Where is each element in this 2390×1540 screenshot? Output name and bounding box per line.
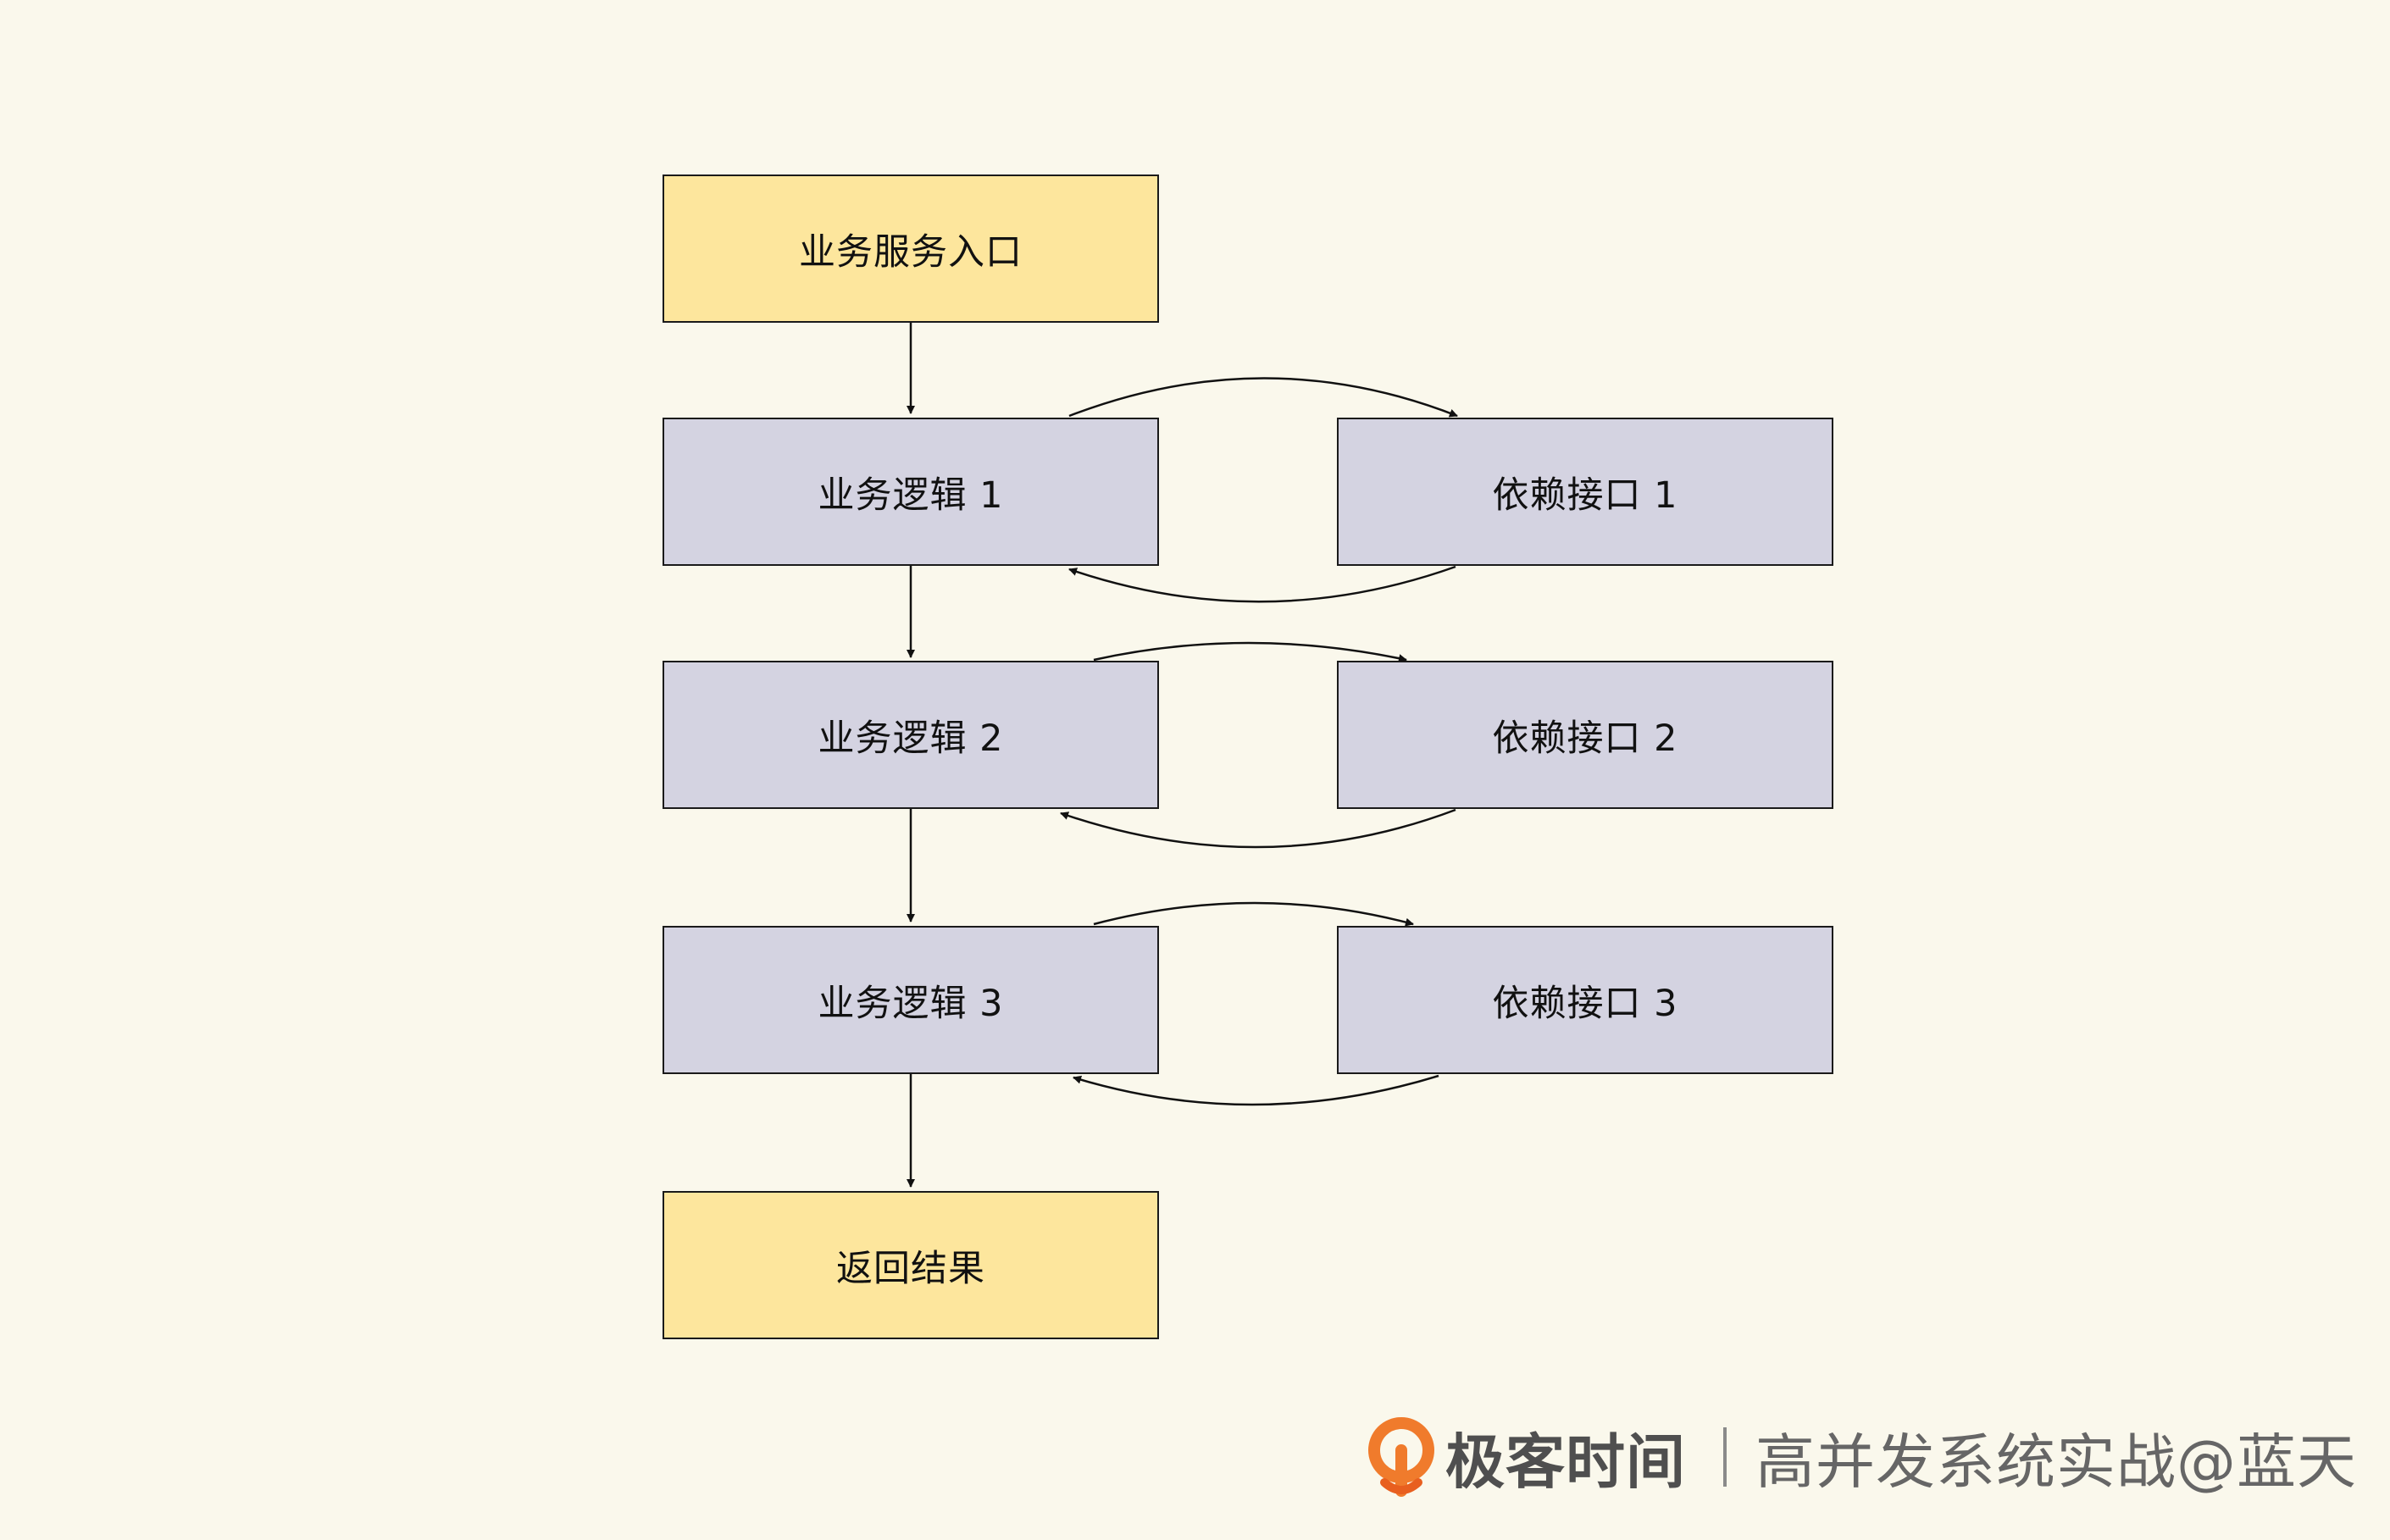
result-box: 返回结果 <box>663 1191 1159 1339</box>
dependency-box-2: 依赖接口 2 <box>1337 661 1833 809</box>
dependency-label-3: 依赖接口 3 <box>1492 982 1678 1025</box>
logic-box-1: 业务逻辑 1 <box>663 418 1159 566</box>
arrow-return-dep-3-to-logic-3 <box>1073 1074 1439 1106</box>
arrow-return-dep-2-to-logic-2 <box>1060 808 1456 849</box>
footer-divider <box>1723 1427 1727 1487</box>
dependency-label-1: 依赖接口 1 <box>1492 474 1678 517</box>
arrow-return-dep-1-to-logic-1 <box>1068 565 1456 603</box>
dependency-box-1: 依赖接口 1 <box>1337 418 1833 566</box>
logic-label-1: 业务逻辑 1 <box>818 474 1004 517</box>
course-tagline: 高并发系统实战@蓝天 <box>1755 1426 2357 1497</box>
brand-name: 极客时间 <box>1445 1426 1686 1497</box>
entry-label: 业务服务入口 <box>799 230 1023 274</box>
arrow-call-logic-1-to-dep-1 <box>1068 377 1458 418</box>
arrow-call-logic-3-to-dep-3 <box>1093 901 1414 927</box>
arrow-call-logic-2-to-dep-2 <box>1093 641 1407 663</box>
result-label: 返回结果 <box>836 1247 985 1290</box>
dependency-box-3: 依赖接口 3 <box>1337 926 1833 1074</box>
logic-label-2: 业务逻辑 2 <box>818 717 1004 760</box>
geektime-logo-icon <box>1368 1417 1434 1497</box>
entry-box: 业务服务入口 <box>663 174 1159 323</box>
logic-box-3: 业务逻辑 3 <box>663 926 1159 1074</box>
logic-box-2: 业务逻辑 2 <box>663 661 1159 809</box>
logic-label-3: 业务逻辑 3 <box>818 982 1004 1025</box>
dependency-label-2: 依赖接口 2 <box>1492 717 1678 760</box>
watermark-footer: 极客时间 高并发系统实战@蓝天 <box>1366 1410 2357 1504</box>
